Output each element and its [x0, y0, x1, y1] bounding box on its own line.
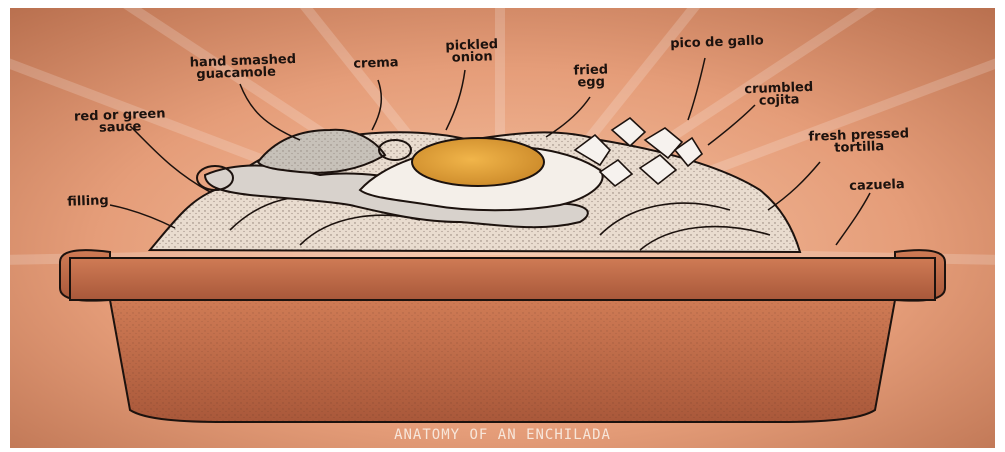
label-filling: filling — [60, 195, 116, 209]
label-red-or-green-sauce: red or green sauce — [72, 108, 169, 135]
label-pico-de-gallo: pico de gallo — [668, 35, 766, 50]
label-crema: crema — [352, 57, 400, 71]
diagram-title: ANATOMY OF AN ENCHILADA — [0, 427, 1005, 443]
label-crumbled-cojita: crumbled cojita — [743, 82, 816, 108]
egg-yolk — [412, 138, 544, 186]
cazuela-rim — [70, 258, 935, 300]
label-cazuela: cazuela — [842, 179, 912, 193]
cazuela — [60, 250, 945, 422]
label-pickled-onion: pickled onion — [444, 39, 501, 65]
label-fresh-pressed-tortilla: fresh pressed tortilla — [808, 128, 911, 156]
label-hand-smashed-guacamole: hand smashed guacamole — [190, 54, 283, 81]
label-fried-egg: fried egg — [568, 64, 615, 90]
